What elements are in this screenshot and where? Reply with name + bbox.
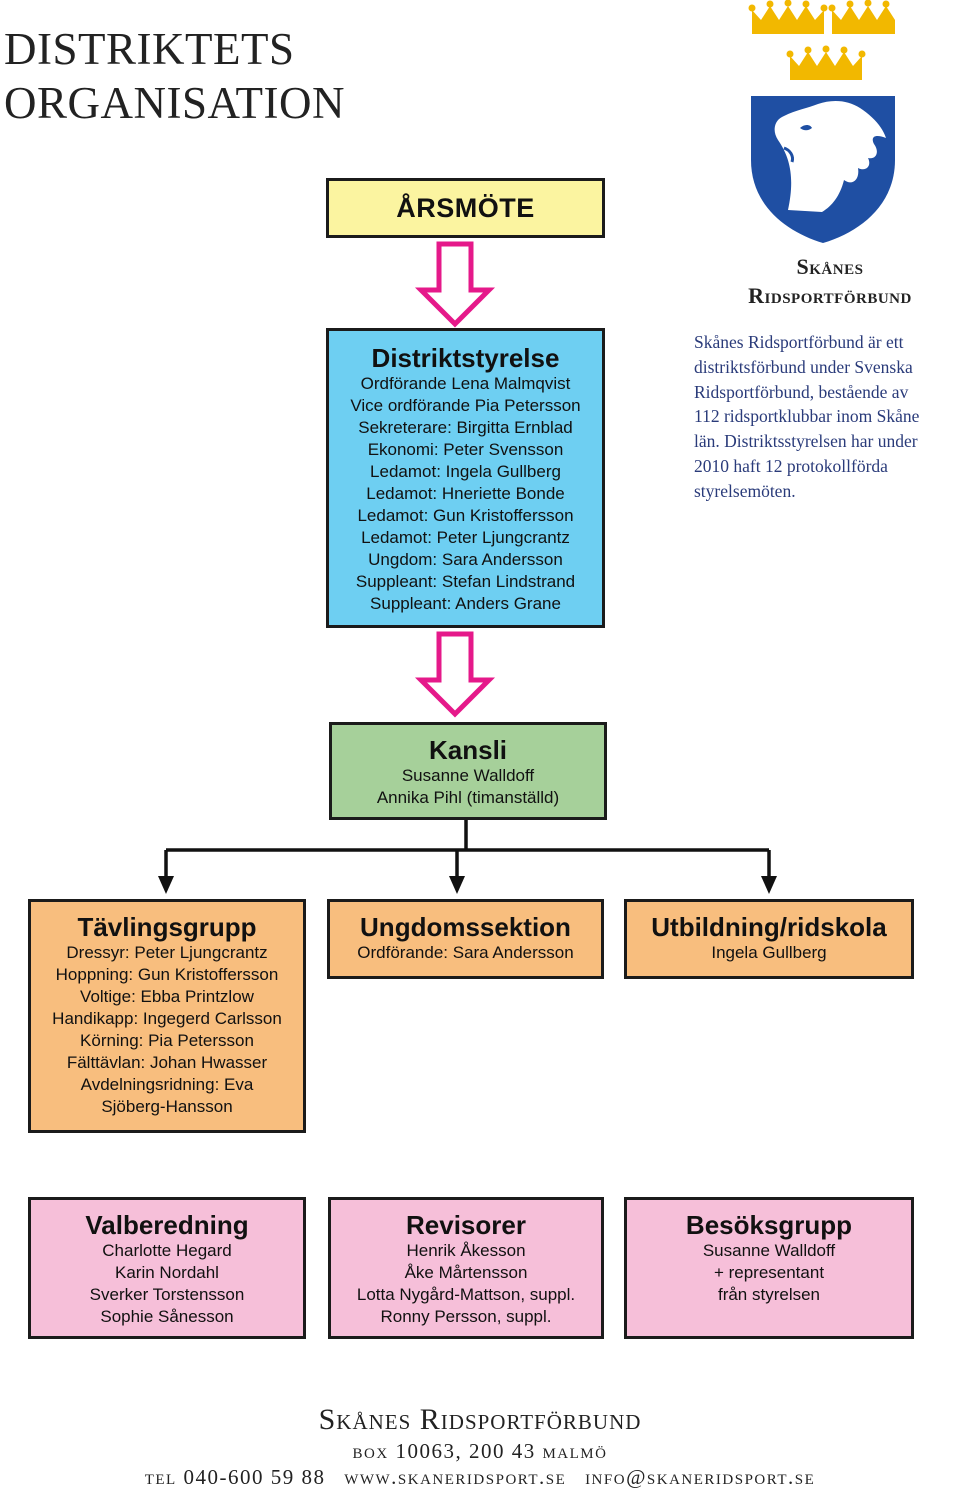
distriktstyrelse-box: Distriktstyrelse Ordförande Lena Malmqvi… [326, 328, 605, 628]
member-line: + representant [713, 1263, 825, 1282]
box-title: Kansli [428, 735, 508, 765]
member-line: Henrik Åkesson [406, 1241, 526, 1260]
box-title: Valberedning [85, 1210, 249, 1240]
member-line: Sekreterare: Birgitta Ernblad [358, 418, 573, 437]
member-line: Ronny Persson, suppl. [380, 1307, 552, 1326]
footer-contact: tel 040-600 59 88 www.skaneridsport.se i… [0, 1464, 960, 1490]
member-line: Ledamot: Ingela Gullberg [370, 462, 561, 481]
description-line: län. Distriktsstyrelsen har under [694, 431, 918, 452]
member-line: Sjöberg-Hansson [101, 1097, 233, 1116]
member-line: Ordförande Lena Malmqvist [360, 374, 571, 393]
member-line: Lotta Nygård-Mattson, suppl. [356, 1285, 576, 1304]
member-line: Sverker Torstensson [89, 1285, 245, 1304]
description-line: styrelsemöten. [694, 480, 796, 501]
description-line: distriktsförbund under Svenska [694, 356, 913, 377]
crown-icon [786, 45, 866, 80]
member-line: Susanne Walldoff [401, 766, 535, 785]
member-line: Ledamot: Hneriette Bonde [366, 484, 565, 503]
member-line: Ingela Gullberg [711, 943, 827, 962]
member-line: från styrelsen [717, 1285, 821, 1304]
page-title: DISTRIKTETS ORGANISATION [4, 22, 345, 130]
footer-email-link[interactable]: info@skaneridsport.se [585, 1465, 816, 1489]
member-line: Charlotte Hegard [102, 1241, 232, 1260]
description-line: Ridsportförbund, bestående av [694, 381, 909, 402]
member-line: Susanne Walldoff [702, 1241, 836, 1260]
page-title-line-2: ORGANISATION [4, 78, 345, 128]
member-line: Ekonomi: Peter Svensson [367, 440, 564, 459]
org-name-line-2: Ridsportförbund [748, 283, 912, 308]
footer-website-link[interactable]: www.skaneridsport.se [344, 1465, 567, 1489]
member-line: Handikapp: Ingegerd Carlsson [52, 1009, 282, 1028]
revisorer-box: Revisorer Henrik Åkesson Åke Mårtensson … [328, 1197, 604, 1339]
horse-head-shield-icon [748, 0, 895, 243]
box-title: Besöksgrupp [685, 1210, 853, 1240]
member-line: Ledamot: Peter Ljungcrantz [361, 528, 570, 547]
member-line: Voltige: Ebba Printzlow [80, 987, 254, 1006]
org-name: Skånes Ridsportförbund [700, 252, 960, 310]
besoksgrupp-box: Besöksgrupp Susanne Walldoff + represent… [624, 1197, 914, 1339]
arsmote-title: ÅRSMÖTE [396, 193, 535, 223]
arsmote-box: ÅRSMÖTE [326, 178, 605, 238]
description-line: Skånes Ridsportförbund är ett [694, 332, 904, 352]
footer-phone: tel 040-600 59 88 [144, 1465, 326, 1489]
footer-org-name: Skånes Ridsportförbund [318, 1403, 642, 1436]
member-line: Fälttävlan: Johan Hwasser [66, 1053, 268, 1072]
valberedning-box: Valberedning Charlotte Hegard Karin Nord… [28, 1197, 306, 1339]
footer: Skånes Ridsportförbund box 10063, 200 43… [0, 1402, 960, 1490]
box-title: Utbildning/ridskola [651, 912, 887, 942]
kansli-box: Kansli Susanne Walldoff Annika Pihl (tim… [329, 722, 607, 820]
member-line: Ungdom: Sara Andersson [368, 550, 563, 569]
member-line: Körning: Pia Petersson [80, 1031, 254, 1050]
member-line: Karin Nordahl [115, 1263, 219, 1282]
description-line: 2010 haft 12 protokollförda [694, 455, 888, 476]
member-line: Hoppning: Gun Kristoffersson [55, 965, 279, 984]
box-title: Tävlingsgrupp [77, 912, 257, 942]
tavlingsgrupp-box: Tävlingsgrupp Dressyr: Peter Ljungcrantz… [28, 899, 306, 1133]
member-line: Vice ordförande Pia Petersson [350, 396, 581, 415]
box-title: Distriktstyrelse [371, 343, 560, 373]
member-line: Annika Pihl (timanställd) [376, 788, 560, 807]
org-name-line-1: Skånes [796, 254, 864, 279]
box-title: Revisorer [406, 1210, 526, 1240]
description-line: 112 ridsportklubbar inom Skåne [694, 406, 920, 427]
member-line: Ledamot: Gun Kristoffersson [357, 506, 574, 525]
member-line: Suppleant: Stefan Lindstrand [355, 572, 576, 591]
member-line: Ordförande: Sara Andersson [357, 943, 574, 962]
arrowhead-icon [158, 876, 174, 894]
footer-address: box 10063, 200 43 malmö [352, 1439, 608, 1463]
org-description: Skånes Ridsportförbund är ett distriktsf… [694, 330, 960, 504]
utbildning-box: Utbildning/ridskola Ingela Gullberg [624, 899, 914, 979]
ungdomssektion-box: Ungdomssektion Ordförande: Sara Andersso… [327, 899, 604, 979]
arrow-down-icon [414, 241, 496, 328]
member-line: Sophie Sånesson [100, 1307, 234, 1326]
page-title-line-1: DISTRIKTETS [4, 24, 295, 74]
member-line: Åke Mårtensson [404, 1263, 528, 1282]
arrowhead-icon [761, 876, 777, 894]
crown-icon [748, 0, 828, 34]
arrowhead-icon [449, 876, 465, 894]
box-title: Ungdomssektion [360, 912, 571, 942]
arrow-down-icon [414, 631, 496, 718]
member-line: Suppleant: Anders Grane [370, 594, 561, 613]
crown-icon [828, 0, 895, 34]
member-line: Dressyr: Peter Ljungcrantz [66, 943, 268, 962]
member-line: Avdelningsridning: Eva [80, 1075, 254, 1094]
